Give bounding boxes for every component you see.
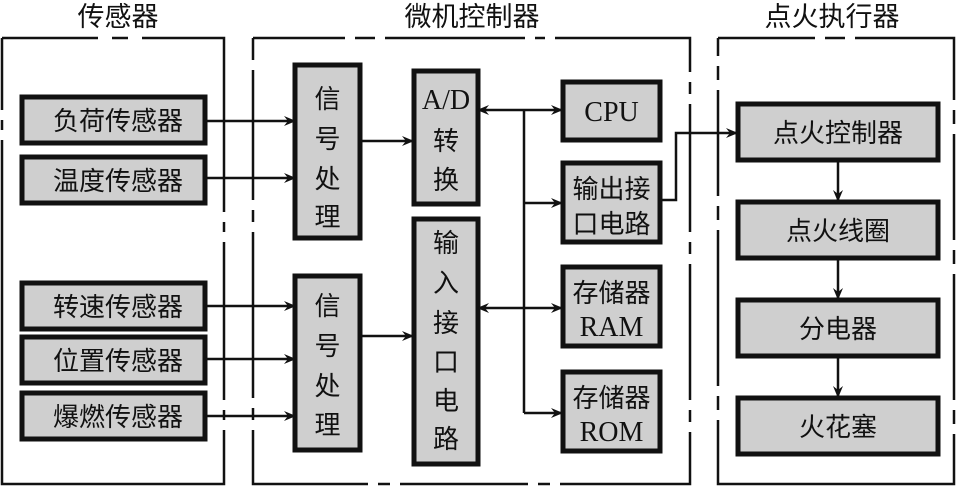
input-interface-line: 口 xyxy=(433,348,459,378)
ad-converter-line: 转 xyxy=(433,127,459,157)
sensor-temperature-label: 温度传感器 xyxy=(53,167,183,197)
ignition-coil-label: 点火线圈 xyxy=(786,217,890,247)
ignition-coil: 点火线圈 xyxy=(735,199,941,261)
ad-converter-line: A/D xyxy=(422,85,470,116)
group-title-sensors: 传感器 xyxy=(78,2,159,33)
cpu-label: CPU xyxy=(584,97,638,128)
input-interface-line: 入 xyxy=(433,269,459,299)
signal-processing-1-line: 理 xyxy=(314,203,340,233)
distributor-label: 分电器 xyxy=(799,315,877,345)
sensor-load: 负荷传感器 xyxy=(19,94,208,146)
spark-plug-label: 火花塞 xyxy=(799,413,877,443)
signal-processing-2: 信 号 处 理 xyxy=(292,273,363,453)
signal-processing-2-line: 号 xyxy=(314,332,340,362)
sensor-knock-label: 爆燃传感器 xyxy=(53,403,183,433)
ram-line: 存储器 xyxy=(572,279,650,309)
ignition-controller-label: 点火控制器 xyxy=(773,119,903,149)
output-interface-line: 口电路 xyxy=(572,210,650,240)
rom-line: 存储器 xyxy=(572,384,650,414)
group-title-mcu: 微机控制器 xyxy=(405,2,540,33)
signal-processing-1-line: 号 xyxy=(314,125,340,155)
sensor-knock: 爆燃传感器 xyxy=(19,390,208,442)
signal-processing-1-line: 信 xyxy=(314,85,340,115)
group-title-ignition: 点火执行器 xyxy=(765,2,900,33)
ram-line: RAM xyxy=(580,312,644,343)
output-interface: 输出接 口电路 xyxy=(560,160,663,245)
signal-processing-2-line: 处 xyxy=(314,372,340,402)
arrow-output-to-ignition-controller xyxy=(660,128,738,202)
signal-processing-1-line: 处 xyxy=(314,165,340,195)
rom-line: ROM xyxy=(580,417,644,448)
input-interface-line: 路 xyxy=(433,425,459,455)
rom-block: 存储器 ROM xyxy=(560,369,663,454)
input-interface: 输 入 接 口 电 路 xyxy=(411,216,481,467)
output-interface-line: 输出接 xyxy=(572,175,650,205)
ignition-controller: 点火控制器 xyxy=(735,101,941,163)
input-interface-line: 输 xyxy=(433,229,459,259)
sensor-speed: 转速传感器 xyxy=(19,280,208,332)
spark-plug: 火花塞 xyxy=(735,395,941,457)
sensor-temperature: 温度传感器 xyxy=(19,154,208,206)
signal-processing-2-line: 理 xyxy=(314,411,340,441)
group-frame-mcu xyxy=(251,36,692,486)
ad-converter: A/D 转 换 xyxy=(411,68,481,207)
input-interface-line: 接 xyxy=(433,309,459,339)
distributor: 分电器 xyxy=(735,297,941,359)
ram-block: 存储器 RAM xyxy=(560,264,663,349)
cpu-block: CPU xyxy=(560,79,663,143)
sensor-position-label: 位置传感器 xyxy=(53,347,183,377)
signal-processing-2-line: 信 xyxy=(314,292,340,322)
signal-processing-1: 信 号 处 理 xyxy=(292,62,363,241)
sensor-position: 位置传感器 xyxy=(19,334,208,386)
sensor-load-label: 负荷传感器 xyxy=(53,107,183,137)
input-interface-line: 电 xyxy=(433,387,459,417)
ad-converter-line: 换 xyxy=(433,166,459,196)
group-frame-ignition xyxy=(716,36,956,486)
sensor-speed-label: 转速传感器 xyxy=(53,293,183,323)
